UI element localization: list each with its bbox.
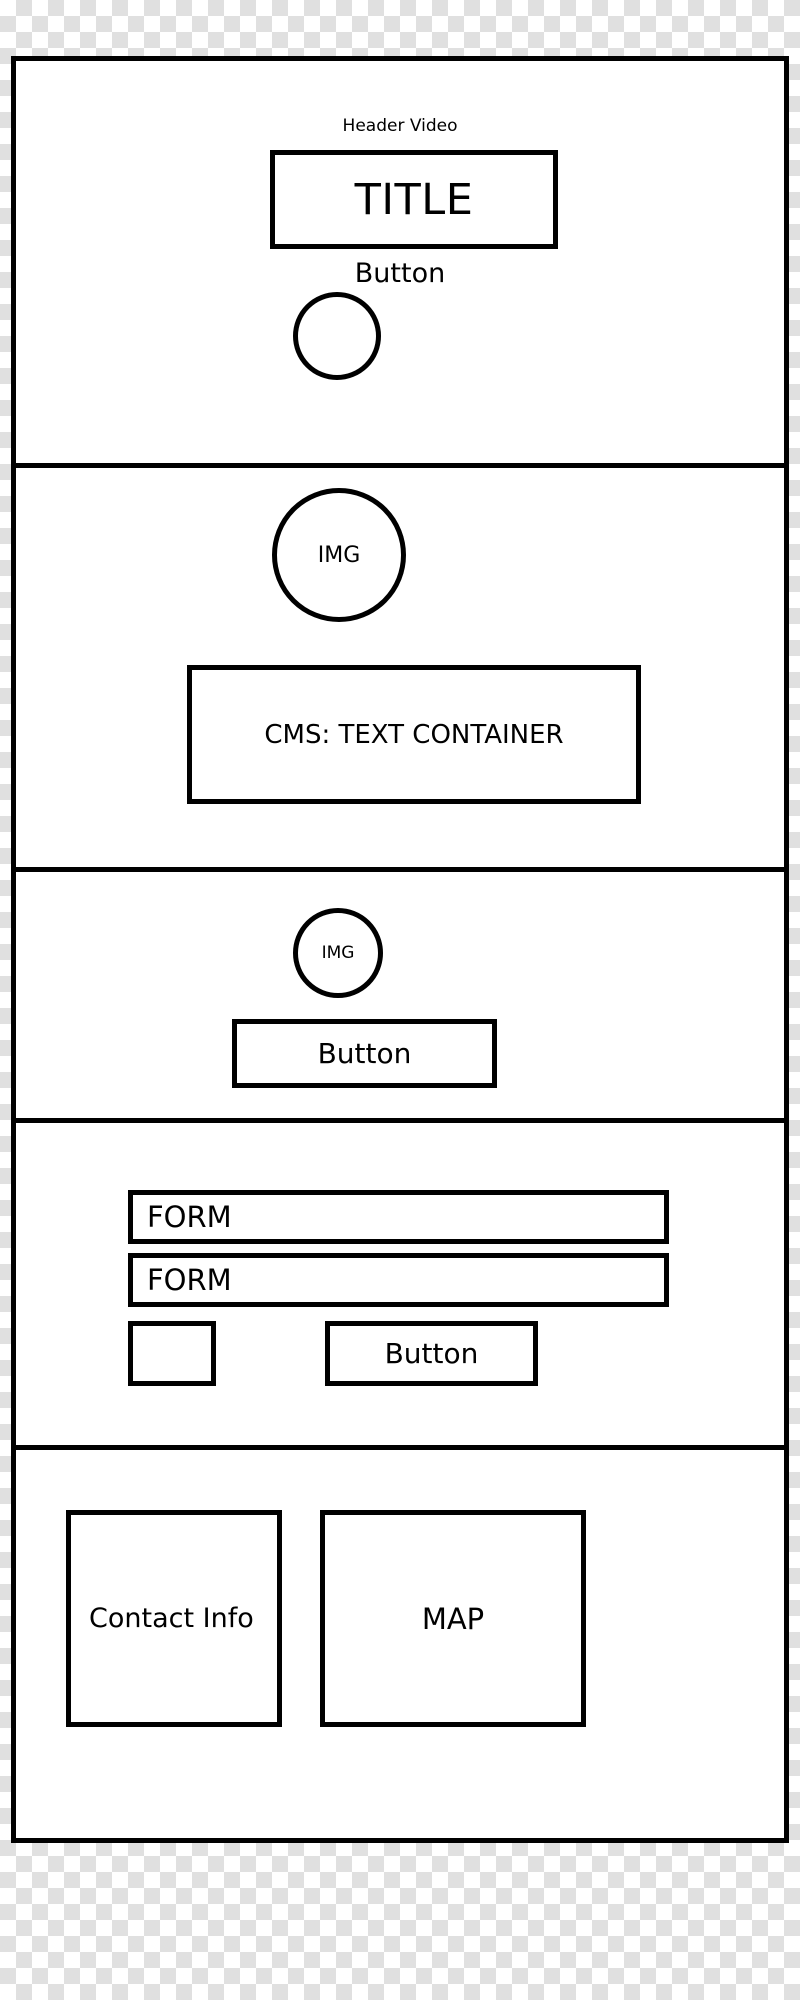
- cms-image-placeholder-icon: IMG: [272, 488, 406, 622]
- promo-image-placeholder-icon: IMG: [293, 908, 383, 998]
- contact-info-label: Contact Info: [89, 1602, 254, 1634]
- cms-image-placeholder-label: IMG: [317, 542, 361, 568]
- section-header-video: Header Video TITLE Button: [16, 61, 784, 468]
- section-cms-content: IMG CMS: TEXT CONTAINER: [16, 468, 784, 872]
- form-field-2[interactable]: FORM: [128, 1253, 669, 1307]
- form-submit-button[interactable]: Button: [325, 1321, 538, 1386]
- form-field-1[interactable]: FORM: [128, 1190, 669, 1244]
- section-promo: IMG Button: [16, 872, 784, 1123]
- form-field-1-label: FORM: [147, 1200, 232, 1234]
- form-checkbox[interactable]: [128, 1321, 216, 1386]
- section-footer: Contact Info MAP: [16, 1450, 784, 1838]
- form-field-2-label: FORM: [147, 1263, 232, 1297]
- cms-text-container: CMS: TEXT CONTAINER: [187, 665, 641, 804]
- header-video-label: Header Video: [342, 116, 458, 136]
- section-form: FORM FORM Button: [16, 1123, 784, 1450]
- map-label: MAP: [421, 1601, 485, 1636]
- cms-text-container-label: CMS: TEXT CONTAINER: [264, 719, 564, 750]
- contact-info-box: Contact Info: [66, 1510, 282, 1727]
- map-box: MAP: [320, 1510, 586, 1727]
- promo-button[interactable]: Button: [232, 1019, 497, 1088]
- promo-image-placeholder-label: IMG: [321, 943, 355, 963]
- header-button-circle[interactable]: [293, 292, 381, 380]
- promo-button-label: Button: [317, 1037, 412, 1070]
- title-box: TITLE: [270, 150, 558, 249]
- title-text: TITLE: [354, 174, 474, 225]
- form-submit-label: Button: [384, 1337, 479, 1370]
- header-button-label: Button: [354, 258, 446, 289]
- wireframe-page-frame: Header Video TITLE Button IMG CMS: TEXT …: [11, 56, 789, 1843]
